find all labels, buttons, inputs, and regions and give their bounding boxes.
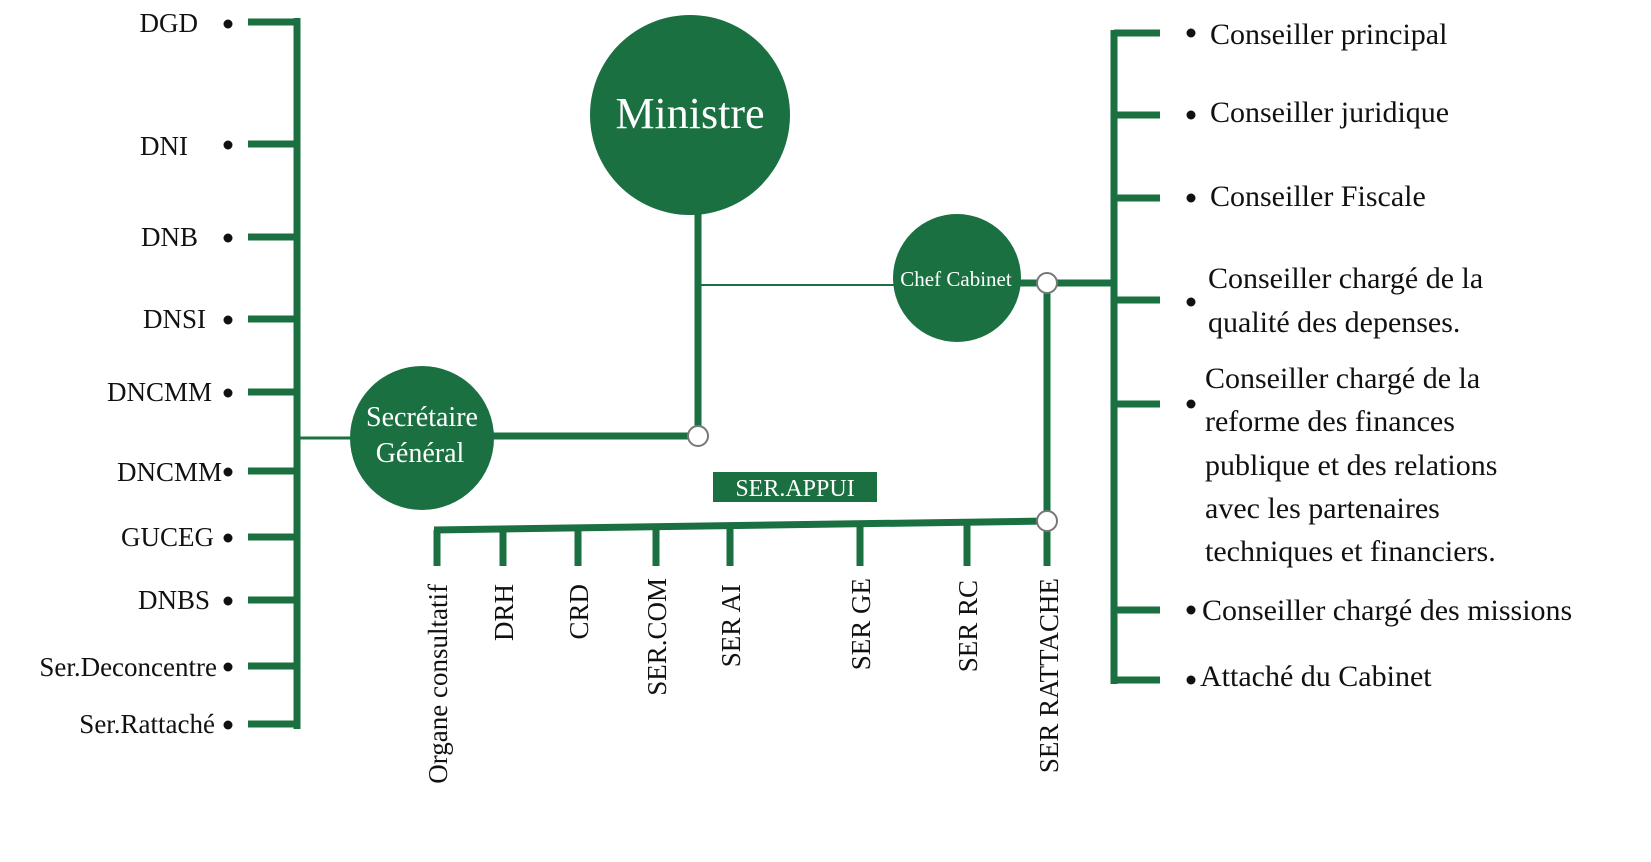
minister-node — [590, 15, 790, 215]
secretary-general-node — [350, 366, 494, 510]
right-item-line: Conseiller chargé de la — [1205, 362, 1480, 395]
right-item-line: techniques et financiers. — [1205, 535, 1496, 568]
left-item: Ser.Rattaché — [79, 709, 215, 739]
left-item: DNSI — [143, 304, 206, 334]
bottom-item: SER GE — [846, 578, 876, 670]
left-list: DGD DNI DNB DNSI DNCMM DNCMM GUCEG DNBS … — [39, 8, 233, 739]
left-stubs — [248, 18, 297, 728]
bottom-item: SER.COM — [642, 578, 672, 696]
chief-cabinet-node — [893, 214, 1021, 342]
bottom-item: CRD — [564, 584, 594, 640]
bullet-icons — [223, 19, 233, 730]
right-item-line: qualité des depenses. — [1208, 306, 1460, 339]
right-item: Conseiller Fiscale — [1210, 180, 1426, 213]
right-item-line: Conseiller chargé de la — [1208, 262, 1483, 295]
right-item: Attaché du Cabinet — [1200, 660, 1432, 693]
left-item: DNB — [141, 222, 198, 252]
right-item-line: publique et des relations — [1205, 449, 1497, 482]
minister-label: Ministre — [615, 89, 764, 138]
bullet-icons — [1186, 28, 1196, 685]
right-item: Conseiller principal — [1210, 18, 1447, 51]
left-item: DNCMM — [107, 377, 212, 407]
right-stubs — [1114, 29, 1160, 684]
left-item: DNCMM — [117, 457, 222, 487]
chief-cabinet-label: Chef Cabinet — [900, 267, 1012, 291]
right-item: Conseiller juridique — [1210, 96, 1449, 129]
left-item: Ser.Deconcentre — [39, 652, 217, 682]
bottom-bar-line — [433, 517, 1048, 534]
right-item-line: reforme des finances — [1205, 405, 1455, 438]
support-services-badge — [713, 472, 877, 502]
support-services-label: SER.APPUI — [735, 476, 854, 502]
bottom-item: Organe consultatif — [423, 584, 453, 784]
bottom-item: SER RC — [953, 580, 983, 672]
right-item: Conseiller chargé des missions — [1202, 594, 1572, 627]
junction-node — [687, 425, 709, 447]
secretary-label-line1: Secrétaire — [366, 402, 478, 433]
left-item: DNBS — [138, 585, 210, 615]
junction-node — [1036, 272, 1058, 294]
bottom-item: SER RATTACHE — [1034, 578, 1064, 773]
bottom-item: DRH — [489, 584, 519, 641]
right-list: Conseiller principal Conseiller juridiqu… — [1186, 18, 1572, 693]
junction-node — [1036, 510, 1058, 532]
right-item-line: avec les partenaires — [1205, 492, 1440, 525]
left-item: DNI — [140, 131, 188, 161]
left-item: GUCEG — [121, 522, 214, 552]
bottom-list: Organe consultatif DRH CRD SER.COM SER A… — [423, 578, 1064, 784]
bottom-item: SER AI — [716, 584, 746, 667]
left-item: DGD — [140, 8, 199, 38]
secretary-label-line2: Général — [376, 438, 465, 469]
